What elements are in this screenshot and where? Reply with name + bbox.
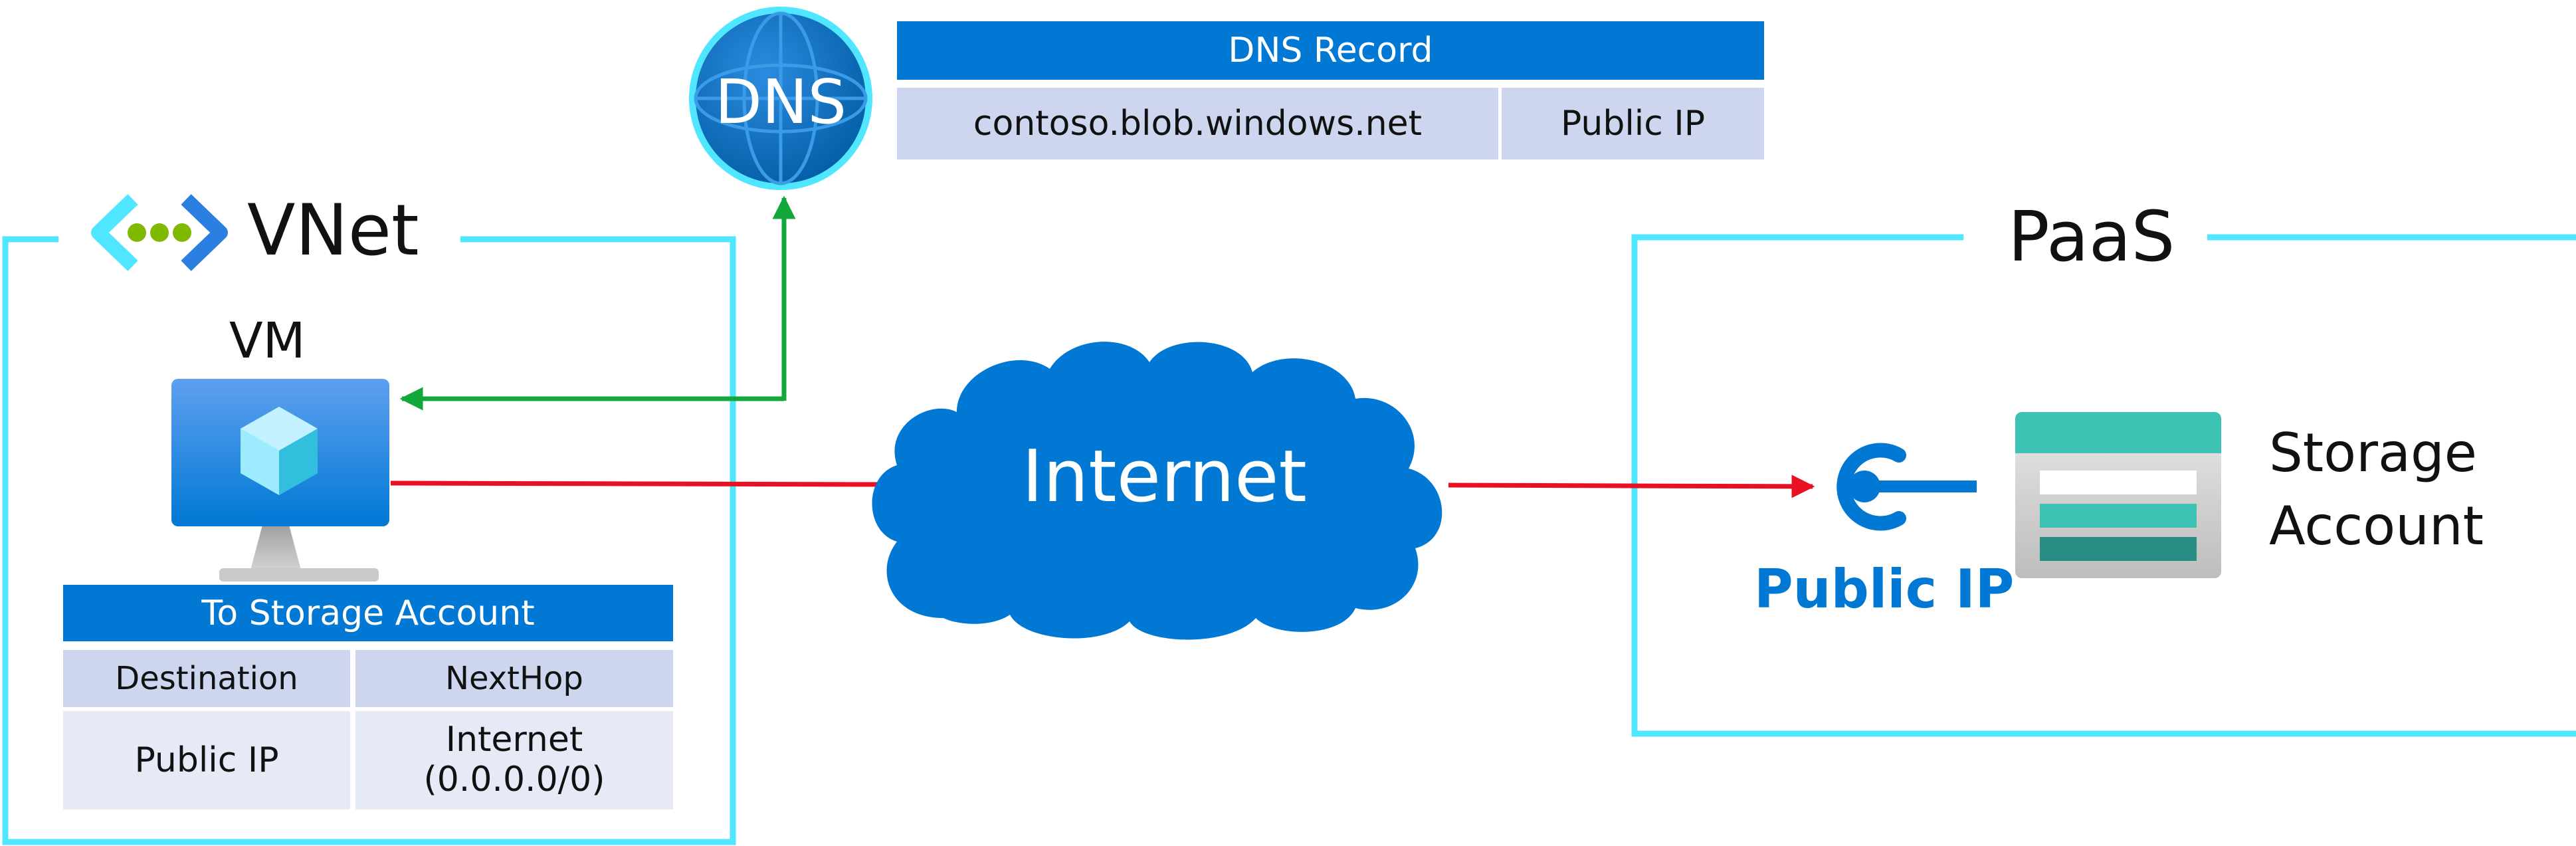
public-ip-label: Public IP — [1754, 558, 2015, 620]
dns-icon-label: DNS — [714, 66, 847, 138]
route-col-destination: Destination — [63, 650, 350, 707]
vnet-title: VNet — [247, 189, 419, 271]
route-destination-value: Public IP — [63, 711, 350, 809]
vnet-frame — [2, 236, 736, 845]
route-table-header: To Storage Account — [63, 585, 673, 641]
storage-label-line2: Account — [2269, 495, 2484, 557]
dns-record-value: Public IP — [1502, 88, 1764, 159]
route-nexthop-value: Internet (0.0.0.0/0) — [355, 711, 673, 809]
public-ip-icon — [1836, 443, 1977, 531]
vm-label: VM — [229, 312, 306, 370]
dns-record-header: DNS Record — [897, 21, 1764, 80]
cloud-icon — [872, 342, 1442, 640]
traffic-arrow-right — [1448, 475, 1815, 498]
internet-label: Internet — [1022, 435, 1307, 518]
route-col-nexthop: NextHop — [355, 650, 673, 707]
vnet-icon — [91, 194, 228, 271]
dns-record-name: contoso.blob.windows.net — [897, 88, 1498, 159]
traffic-line-left — [390, 480, 891, 487]
storage-account-icon — [2015, 412, 2221, 578]
storage-label-line1: Storage — [2269, 422, 2478, 484]
cube-icon — [241, 407, 318, 495]
vm-monitor-icon — [171, 379, 389, 582]
dns-globe-icon — [689, 7, 872, 190]
paas-title: PaaS — [2008, 196, 2175, 277]
